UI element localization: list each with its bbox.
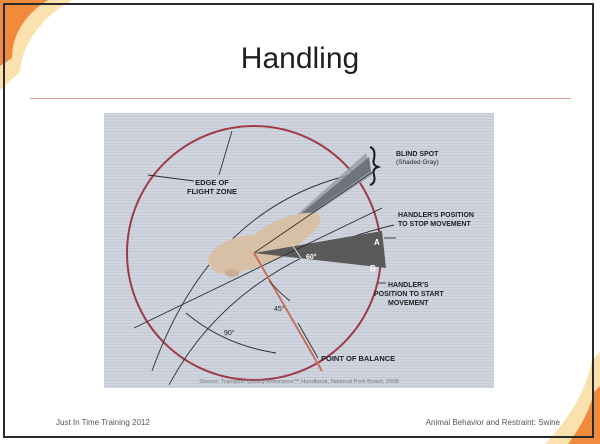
point-a-label: A <box>374 238 380 247</box>
stop-label-line1: HANDLER'S POSITION <box>398 212 474 219</box>
blind-spot-label-line2: (Shaded Gray) <box>396 159 439 166</box>
handler-zone-wedge <box>254 231 386 268</box>
balance-pointer <box>297 322 319 359</box>
start-label-line2: POSITION TO START <box>374 291 444 298</box>
slide-title: Handling <box>240 42 360 75</box>
balance-line <box>253 252 323 372</box>
reference-line <box>133 207 383 329</box>
arc-line-outer <box>151 170 370 372</box>
angle-60-arc <box>291 244 305 264</box>
vision-line <box>253 170 375 254</box>
footer-right: Animal Behavior and Restraint: Swine <box>425 418 560 427</box>
title-divider <box>30 98 571 99</box>
edge-pointer-1 <box>147 174 195 182</box>
balance-label: POINT OF BALANCE <box>321 354 395 363</box>
slide-frame <box>3 3 594 438</box>
pig-ear <box>225 269 239 277</box>
angle-45-arc <box>268 280 291 302</box>
angle-90-arc <box>185 312 277 354</box>
blind-spot-bracket <box>369 146 382 186</box>
blind-spot-label-line1: BLIND SPOT <box>396 151 439 158</box>
point-b-label: B <box>370 264 376 273</box>
edge-label-line1: EDGE OF <box>195 178 229 187</box>
flight-zone-diagram: EDGE OF FLIGHT ZONE BLIND SPOT (Shaded G… <box>104 113 494 388</box>
pig-silhouette <box>208 212 321 274</box>
edge-label-line2: FLIGHT ZONE <box>187 187 237 196</box>
angle-60-label: 60° <box>306 253 317 261</box>
source-caption: Source: Transport Quality Assurance™ Han… <box>199 379 398 385</box>
start-label-line1: HANDLER'S <box>388 282 429 289</box>
stop-label-line2: TO STOP MOVEMENT <box>398 221 471 228</box>
angle-45-label: 45° <box>274 305 285 313</box>
angle-90-label: 90° <box>224 329 235 337</box>
edge-pointer-2 <box>218 130 233 176</box>
footer-left: Just In Time Training 2012 <box>56 418 150 427</box>
start-label-line3: MOVEMENT <box>388 300 429 307</box>
